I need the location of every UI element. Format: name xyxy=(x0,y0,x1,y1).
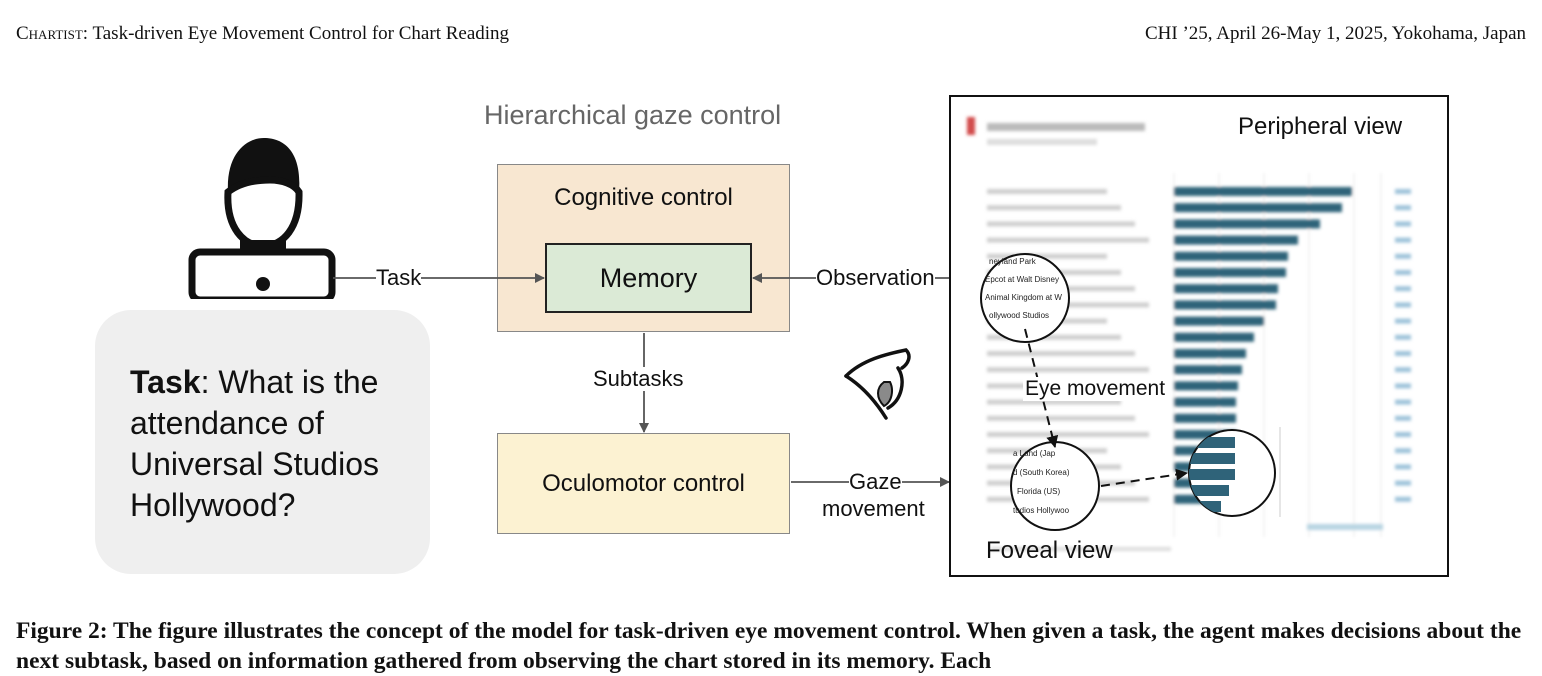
chart-title-blur xyxy=(987,123,1145,131)
foveal-circle-bars xyxy=(1151,427,1281,528)
task-bubble: Task: What is the attendance of Universa… xyxy=(95,310,430,574)
figure-2: Hierarchical gaze control Cognitive cont… xyxy=(95,95,1449,577)
value-label-blur xyxy=(1395,302,1411,308)
edge-label-subtasks: Subtasks xyxy=(593,366,684,391)
user-laptop-icon xyxy=(188,138,336,299)
foveal-text-line: a Land (Jap xyxy=(1013,449,1056,458)
value-label-blur xyxy=(1395,496,1411,502)
bar xyxy=(1174,413,1236,423)
foveal-text-line: Animal Kingdom at W xyxy=(985,293,1062,302)
edge-label-gaze: Gaze xyxy=(849,469,902,494)
row-label-blur xyxy=(987,253,1107,259)
value-label-blur xyxy=(1395,480,1411,486)
value-label-blur xyxy=(1395,318,1411,324)
chart-blurred-preview xyxy=(967,117,1411,551)
eye-movement-label: Eye movement xyxy=(1023,377,1168,401)
oculomotor-control-label: Oculomotor control xyxy=(542,469,745,497)
task-bold: Task xyxy=(130,364,201,400)
bar xyxy=(1174,365,1242,375)
edge-label-task: Task xyxy=(376,265,422,290)
foveal-circle-top xyxy=(980,253,1070,343)
value-label-blur xyxy=(1395,205,1411,211)
value-label-blur xyxy=(1395,464,1411,470)
foveal-bar xyxy=(1151,517,1217,528)
value-label-blur xyxy=(1395,432,1411,437)
memory-box: Memory xyxy=(545,243,752,313)
edge-label-observation: Observation xyxy=(816,265,935,290)
row-label-blur xyxy=(987,221,1135,227)
value-label-blur xyxy=(1395,383,1411,389)
foveal-bar xyxy=(1189,485,1229,496)
chart-logo-mark xyxy=(967,117,975,135)
bar xyxy=(1174,251,1288,261)
bar xyxy=(1174,268,1286,277)
running-head-right: CHI ’25, April 26-May 1, 2025, Yokohama,… xyxy=(1144,23,1526,44)
bar xyxy=(1174,349,1246,358)
bar xyxy=(1174,235,1298,245)
bar xyxy=(1174,430,1236,439)
bar xyxy=(1174,332,1254,342)
row-label-blur xyxy=(987,351,1135,356)
value-label-blur xyxy=(1395,351,1411,356)
bar xyxy=(1174,219,1320,229)
figure-caption: Figure 2: The figure illustrates the con… xyxy=(16,618,1522,674)
value-label-blur xyxy=(1395,399,1411,405)
value-label-blur xyxy=(1395,221,1411,227)
row-label-blur xyxy=(987,334,1121,340)
value-label-blur xyxy=(1395,189,1411,194)
row-label-blur xyxy=(987,415,1135,421)
task-question: : What is the attendance of Universal St… xyxy=(130,364,379,523)
paper-title-rest: : Task-driven Eye Movement Control for C… xyxy=(82,23,510,44)
bar xyxy=(1174,381,1238,391)
foveal-bar xyxy=(1189,437,1235,448)
bar xyxy=(1174,187,1352,196)
chart-subtitle-blur xyxy=(987,139,1097,145)
row-label-blur xyxy=(987,367,1149,373)
bar xyxy=(1174,284,1278,294)
foveal-text-line: Florida (US) xyxy=(1017,487,1061,496)
bar xyxy=(1174,300,1276,310)
value-label-blur xyxy=(1395,253,1411,259)
foveal-view-label: Foveal view xyxy=(986,537,1113,564)
foveal-text-line: Epcot at Walt Disney xyxy=(985,275,1059,284)
figure-title: Hierarchical gaze control xyxy=(484,100,782,130)
peripheral-view-label: Peripheral view xyxy=(1238,113,1403,140)
row-label-blur xyxy=(987,432,1149,437)
foveal-text-line: ollywood Studios xyxy=(989,311,1050,320)
row-label-blur xyxy=(987,237,1149,243)
foveal-bar xyxy=(1189,469,1235,480)
row-label-blur xyxy=(987,399,1121,405)
foveal-text-line: neyland Park xyxy=(989,257,1036,266)
foveal-text-line: d (South Korea) xyxy=(1013,468,1070,477)
value-labels xyxy=(1395,189,1411,502)
source-blur xyxy=(991,547,1171,551)
bar xyxy=(1174,397,1236,407)
memory-label: Memory xyxy=(599,262,698,293)
bar xyxy=(1174,203,1342,213)
annotation-blur xyxy=(1307,524,1383,530)
running-head-left: Chartist: Task-driven Eye Movement Contr… xyxy=(16,22,509,46)
value-label-blur xyxy=(1395,448,1411,454)
row-label-blur xyxy=(987,189,1107,194)
foveal-text-line: tudios Hollywoo xyxy=(1013,506,1070,515)
value-label-blur xyxy=(1395,367,1411,373)
paper-short-title: Chartist xyxy=(16,23,83,44)
value-label-blur xyxy=(1395,286,1411,292)
eye-icon xyxy=(844,348,911,420)
value-label-blur xyxy=(1395,334,1411,340)
cognitive-control-label: Cognitive control xyxy=(554,184,733,211)
value-label-blur xyxy=(1395,270,1411,275)
oculomotor-control-box: Oculomotor control xyxy=(497,433,790,534)
row-label-blur xyxy=(987,205,1121,211)
foveal-bar xyxy=(1189,453,1235,464)
value-label-blur xyxy=(1395,237,1411,243)
value-label-blur xyxy=(1395,415,1411,421)
edge-label-movement: movement xyxy=(822,496,925,521)
bar xyxy=(1174,316,1264,326)
